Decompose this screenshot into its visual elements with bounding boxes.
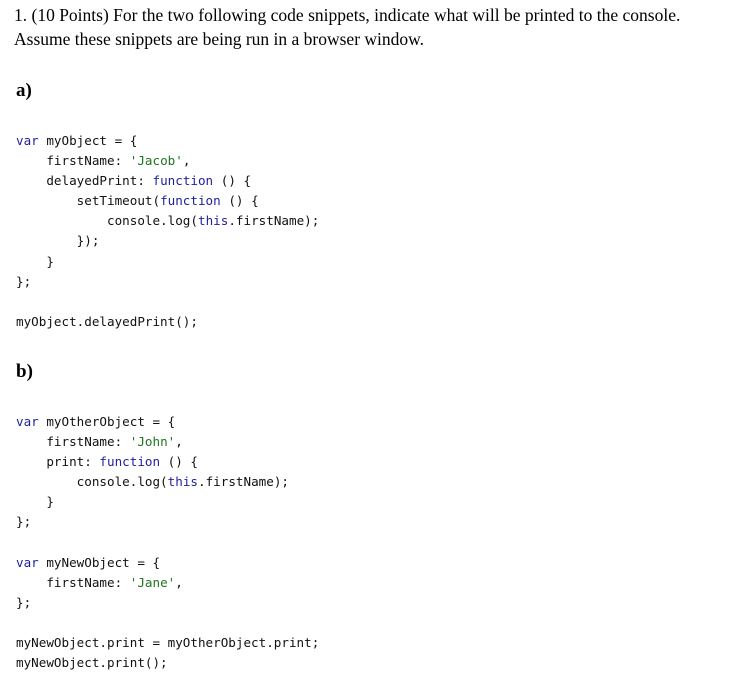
code-line: print: function () { [16,452,319,472]
code-line: }; [16,512,319,532]
code-line: myNewObject.print = myOtherObject.print; [16,633,319,653]
code-keyword: function [99,454,161,470]
code-string: 'Jacob' [129,153,183,169]
code-text: }; [16,273,32,289]
code-text: }; [16,514,32,530]
code-keyword: var [16,414,39,429]
code-text: , [175,434,183,450]
code-line: console.log(this.firstName); [16,211,319,231]
code-line: } [16,492,319,512]
code-text: .firstName); [198,474,289,490]
code-line: console.log(this.firstName); [16,472,319,492]
code-line [16,292,319,312]
section-a-label: a) [16,80,32,101]
code-text: myOtherObject = { [38,414,176,429]
code-text: } [16,253,54,269]
code-text: delayedPrint: [16,173,153,189]
code-line: myNewObject.print(); [16,653,319,673]
code-text: myObject.delayedPrint(); [16,313,198,329]
code-text: console.log( [16,213,198,229]
code-line: firstName: 'John', [16,432,319,452]
code-line: }; [16,593,319,613]
code-line: } [16,252,319,272]
code-text: }); [16,233,100,249]
code-line: var myObject = { [16,131,319,151]
question-line-2: Assume these snippets are being run in a… [14,29,425,49]
code-text: }; [16,594,32,610]
code-text: .firstName); [228,213,320,229]
code-line [16,533,319,553]
code-line: var myNewObject = { [16,553,319,573]
code-text: , [175,574,183,590]
code-line: firstName: 'Jacob', [16,151,319,171]
code-line: }; [16,272,319,292]
code-text: firstName: [16,153,130,169]
code-text: console.log( [16,474,168,490]
code-text: , [182,153,191,169]
code-text: myNewObject.print(); [16,655,168,671]
code-line: firstName: 'Jane', [16,573,319,593]
code-keyword: this [197,213,229,229]
code-keyword: var [16,554,39,570]
code-string: 'John' [129,434,176,450]
code-text: } [16,494,54,510]
code-snippet-b: var myOtherObject = { firstName: 'John',… [16,412,319,673]
code-text: firstName: [16,574,130,590]
question-line-1: 1. (10 Points) For the two following cod… [14,5,681,25]
code-keyword: this [167,474,198,490]
code-text: () { [220,193,259,209]
code-line: delayedPrint: function () { [16,171,319,191]
code-text: myNewObject = { [38,554,161,570]
code-snippet-a: var myObject = { firstName: 'Jacob', del… [16,131,319,332]
code-keyword: function [152,173,214,189]
question-prompt: 1. (10 Points) For the two following cod… [14,3,739,51]
code-keyword: var [16,133,39,148]
code-text: myObject = { [38,133,138,148]
code-text: setTimeout( [16,193,161,209]
code-text: () { [160,454,198,470]
code-text: print: [16,454,100,470]
code-line: setTimeout(function () { [16,191,319,211]
code-text: () { [213,173,252,189]
code-line: var myOtherObject = { [16,412,319,432]
code-text: myNewObject.print = myOtherObject.print; [16,635,320,651]
code-string: 'Jane' [129,574,176,590]
code-line: myObject.delayedPrint(); [16,312,319,332]
code-keyword: function [160,193,221,209]
code-line [16,613,319,633]
code-text: firstName: [16,434,130,450]
code-line: }); [16,231,319,251]
section-b-label: b) [16,361,33,382]
